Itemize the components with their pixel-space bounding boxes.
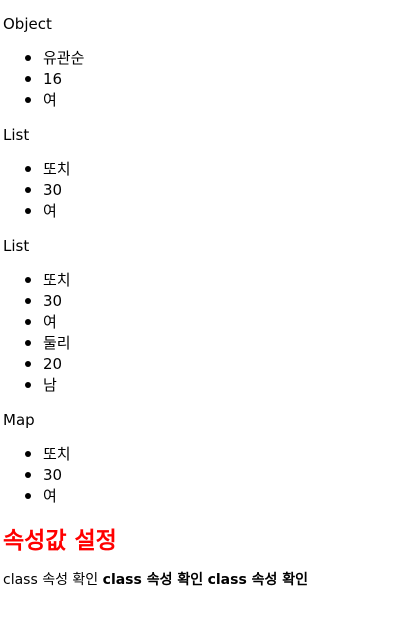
page: Object 유관순 16 여 List 또치 30 여 List 또치 30 … (0, 15, 402, 590)
list-item: 20 (25, 354, 399, 375)
list-item: 또치 (25, 270, 399, 291)
class-attr-line: class 속성 확인 class 속성 확인 class 속성 확인 (3, 570, 399, 590)
list-items: 또치 30 여 (3, 159, 399, 222)
class-text-bold-1: class 속성 확인 (102, 572, 204, 588)
list-item: 또치 (25, 159, 399, 180)
list-item: 30 (25, 180, 399, 201)
object-list: 유관순 16 여 (3, 48, 399, 111)
list-label: List (3, 126, 30, 144)
list-item: 또치 (25, 444, 399, 465)
object-label: Object (3, 15, 52, 33)
list-items-2: 또치 30 여 둘리 20 남 (3, 270, 399, 396)
list-item: 남 (25, 375, 399, 396)
list-item: 여 (25, 486, 399, 507)
class-text-plain: class 속성 확인 (3, 572, 99, 588)
list-item: 30 (25, 465, 399, 486)
list-item: 여 (25, 312, 399, 333)
class-text-bold-2: class 속성 확인 (207, 572, 309, 588)
list-label-2: List (3, 237, 30, 255)
list-item: 둘리 (25, 333, 399, 354)
list-item: 30 (25, 291, 399, 312)
attr-heading: 속성값 설정 (3, 528, 117, 554)
list-item: 16 (25, 69, 399, 90)
map-list: 또치 30 여 (3, 444, 399, 507)
list-item: 유관순 (25, 48, 399, 69)
list-item: 여 (25, 201, 399, 222)
list-item: 여 (25, 90, 399, 111)
map-label: Map (3, 411, 35, 429)
